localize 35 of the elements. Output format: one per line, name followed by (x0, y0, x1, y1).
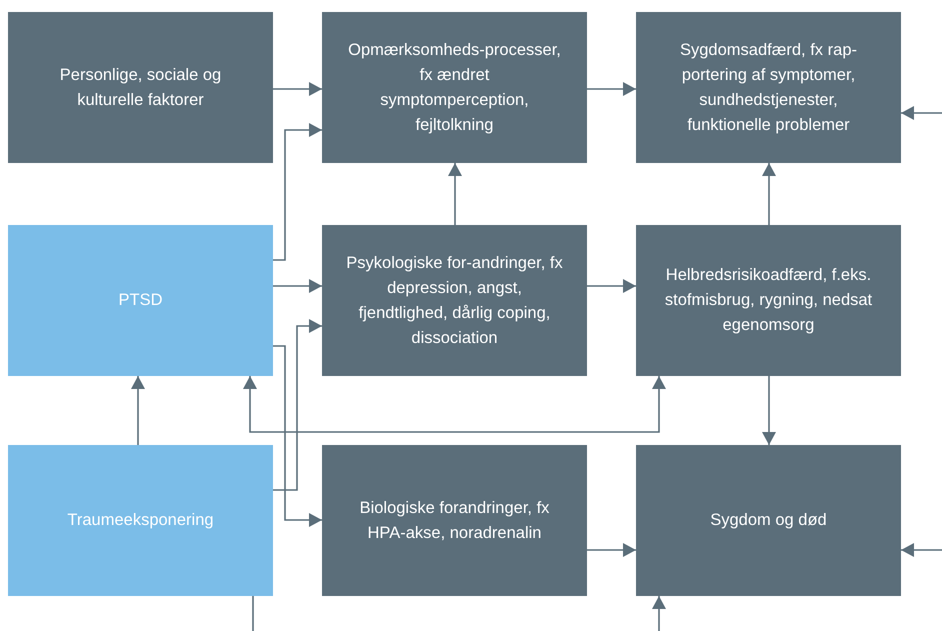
box-label: Helbredsrisikoadfærd, f.eks. stofmisbrug, rygning, nedsat egenomsorg (664, 265, 874, 336)
box-label: Sygdomsadfærd, fx rap-portering af symptomer, sundhedstjenester, funktionelle problemer (679, 40, 858, 136)
process-box (636, 12, 901, 163)
arrow (243, 376, 666, 433)
process-box (8, 225, 273, 376)
box-label: Psykologiske for-andringer, fx depression, angst, fjendtlighed, dårlig coping, dissociation (345, 252, 564, 348)
arrow (273, 82, 322, 96)
process-box (8, 12, 273, 163)
process-box (8, 445, 273, 596)
arrow (273, 279, 322, 293)
arrow (762, 376, 776, 445)
arrow (587, 279, 636, 293)
arrow (587, 82, 636, 96)
arrow (587, 543, 636, 557)
arrow (901, 543, 942, 557)
arrow (652, 596, 666, 631)
process-box (322, 445, 587, 596)
arrow (448, 163, 462, 225)
box-label: Sygdom og død (710, 510, 827, 531)
process-box (322, 12, 587, 163)
arrow (901, 106, 942, 120)
box-label: Opmærksomheds-processer, fx ændret symptomperception, fejltolkning (347, 40, 562, 136)
box-label: Personlige, sociale og kulturelle faktorer (58, 64, 222, 110)
arrow (273, 319, 322, 491)
process-box (636, 225, 901, 376)
arrow (131, 376, 145, 445)
box-label: Biologiske forandringer, fx HPA-akse, noradrenalin (358, 498, 550, 544)
process-box (322, 225, 587, 376)
process-box (636, 445, 901, 596)
box-label: Traumeeksponering (67, 510, 214, 531)
arrow (273, 123, 322, 261)
connector-line (252, 596, 254, 631)
box-label: PTSD (118, 290, 162, 311)
arrow (273, 345, 322, 527)
arrow (762, 163, 776, 225)
